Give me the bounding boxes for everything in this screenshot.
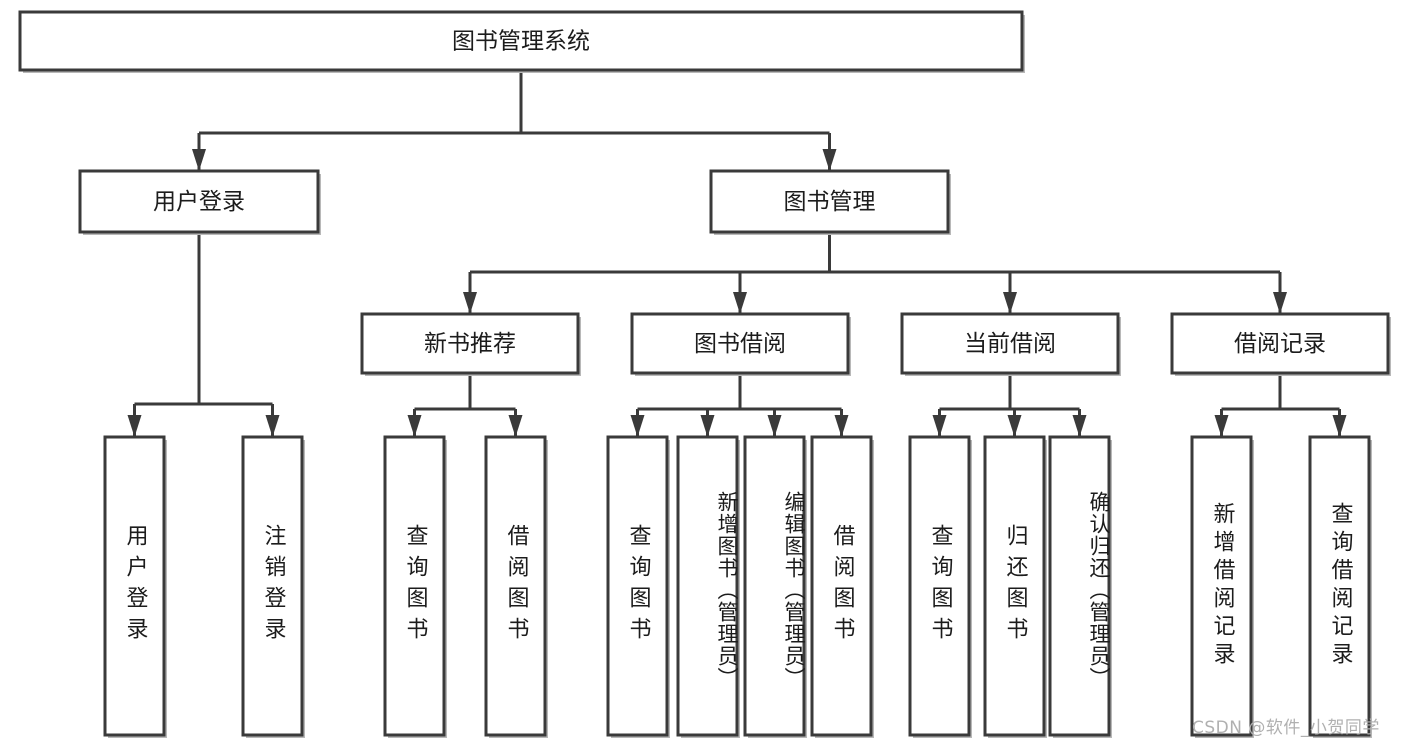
node-root-label: 图书管理系统 xyxy=(452,29,590,55)
nodes-layer xyxy=(18,10,1391,738)
leaf-current-borrow-arrow-0 xyxy=(932,415,947,437)
node-user-login-label: 用户登录 xyxy=(153,189,245,215)
node-leaf-confirm-return[interactable] xyxy=(1048,435,1111,737)
node-borrow-record-label: 借阅记录 xyxy=(1234,331,1326,357)
node-leaf-edit-book[interactable] xyxy=(743,435,806,737)
connectors-layer xyxy=(127,70,1347,437)
node-leaf-query-borrow-record[interactable] xyxy=(1308,435,1371,737)
root-arrow-0 xyxy=(192,149,206,171)
node-leaf-query-book-rec[interactable] xyxy=(383,435,446,737)
node-new-book-recommend-label: 新书推荐 xyxy=(424,331,516,357)
book-manage-arrow-1 xyxy=(733,292,747,314)
leaf-book-borrow-arrow-2 xyxy=(767,415,782,437)
root-arrow-1 xyxy=(822,149,837,171)
leaf-user-login-arrow-0 xyxy=(127,415,142,437)
book-manage-arrow-3 xyxy=(1273,292,1287,314)
book-manage-arrow-2 xyxy=(1003,292,1017,314)
node-leaf-borrow-book[interactable] xyxy=(810,435,873,737)
node-leaf-return-book[interactable] xyxy=(983,435,1046,737)
leaf-current-borrow-arrow-2 xyxy=(1072,415,1087,437)
node-book-borrow[interactable] xyxy=(630,312,850,375)
node-leaf-query-book-borrow[interactable] xyxy=(606,435,669,737)
node-user-login[interactable] xyxy=(78,169,320,234)
node-leaf-logout[interactable] xyxy=(241,435,304,737)
node-leaf-add-borrow-record[interactable] xyxy=(1190,435,1253,737)
node-book-borrow-label: 图书借阅 xyxy=(694,331,786,357)
leaf-borrow-record-arrow-0 xyxy=(1214,415,1229,437)
leaf-current-borrow-arrow-1 xyxy=(1007,415,1022,437)
node-borrow-record[interactable] xyxy=(1170,312,1390,375)
leaf-book-borrow-arrow-0 xyxy=(630,415,645,437)
node-current-borrow-label: 当前借阅 xyxy=(964,331,1056,357)
leaf-book-borrow-arrow-1 xyxy=(700,415,715,437)
node-leaf-add-book[interactable] xyxy=(676,435,739,737)
leaf-user-login-arrow-1 xyxy=(265,415,280,437)
node-leaf-user-login[interactable] xyxy=(103,435,166,737)
node-current-borrow[interactable] xyxy=(900,312,1120,375)
node-book-manage[interactable] xyxy=(709,169,950,234)
csdn-watermark: CSDN @软件_小贺同学 xyxy=(1192,718,1380,738)
node-root[interactable] xyxy=(18,10,1024,72)
node-leaf-query-book-current[interactable] xyxy=(908,435,971,737)
book-manage-arrow-0 xyxy=(463,292,477,314)
leaf-new-book-recommend-arrow-0 xyxy=(407,415,422,437)
leaf-new-book-recommend-arrow-1 xyxy=(508,415,523,437)
node-new-book-recommend[interactable] xyxy=(360,312,580,375)
leaf-borrow-record-arrow-1 xyxy=(1332,415,1347,437)
leaf-book-borrow-arrow-3 xyxy=(834,415,849,437)
node-leaf-borrow-book-rec[interactable] xyxy=(484,435,547,737)
node-book-manage-label: 图书管理 xyxy=(784,189,876,215)
